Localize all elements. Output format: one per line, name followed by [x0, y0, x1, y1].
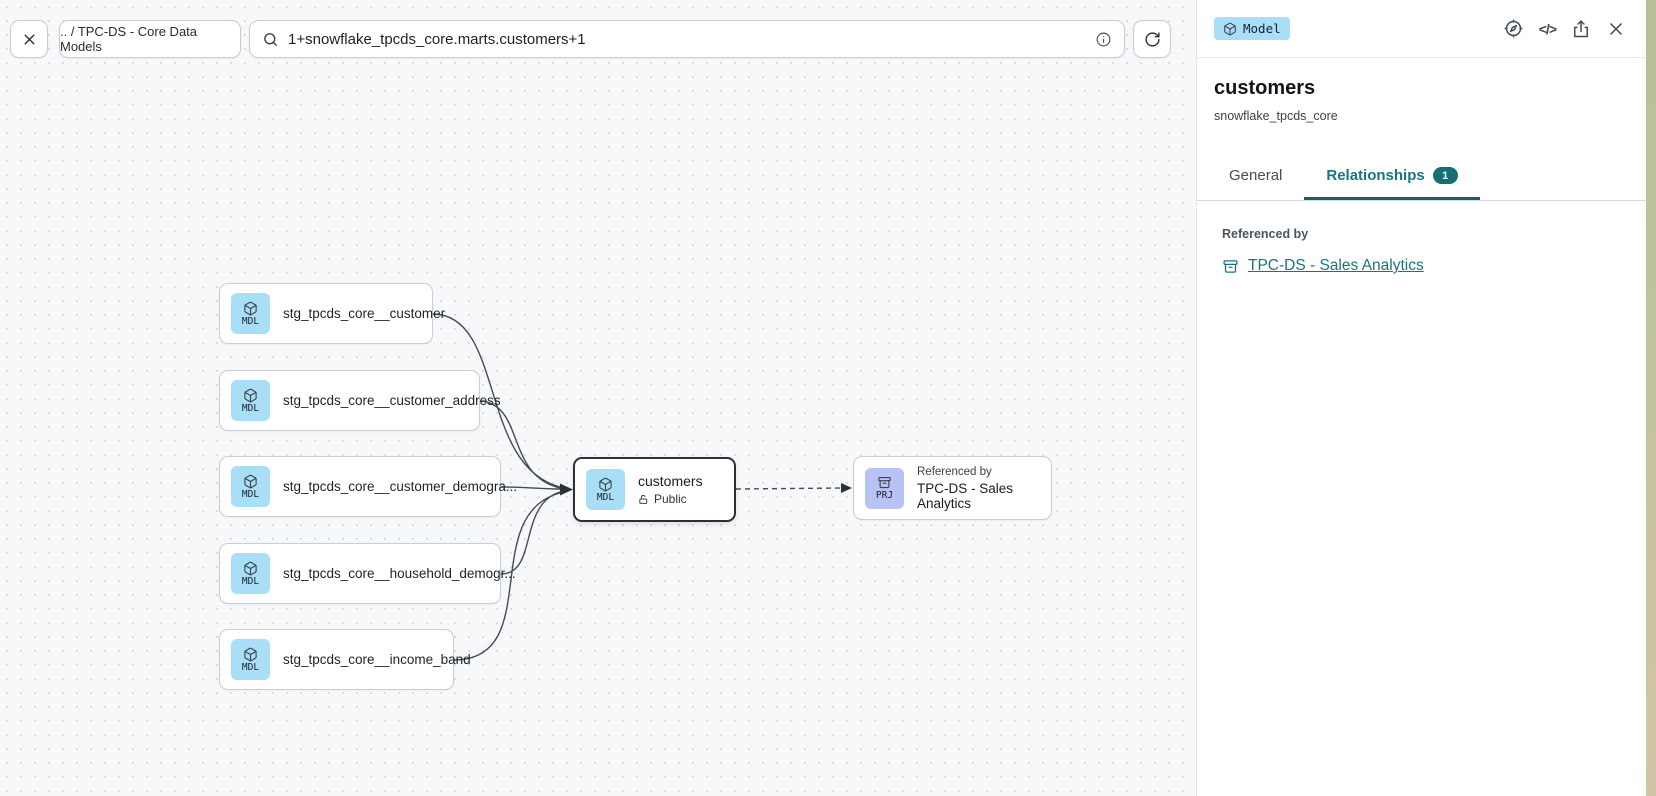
model-badge: MDL [231, 293, 270, 334]
tab-relationships[interactable]: Relationships 1 [1304, 155, 1480, 200]
model-badge-label: MDL [241, 575, 260, 587]
relationships-count-badge: 1 [1432, 167, 1458, 184]
referenced-by-project-link[interactable]: TPC-DS - Sales Analytics [1248, 257, 1424, 274]
view-code-icon[interactable]: </> [1538, 20, 1557, 37]
search-icon [262, 31, 279, 48]
model-badge-label: MDL [241, 661, 260, 673]
node-access-label: Public [654, 492, 687, 506]
lineage-search-bar [249, 20, 1125, 58]
project-badge-label: PRJ [875, 490, 894, 501]
tab-relationships-label: Relationships [1326, 167, 1425, 184]
resource-type-badge: Model [1214, 17, 1290, 40]
model-badge: MDL [231, 639, 270, 680]
cube-icon [1223, 22, 1237, 36]
graph-node-stg-customer-demographics[interactable]: MDL stg_tpcds_core__customer_demogra... [219, 456, 517, 517]
cube-icon [243, 474, 258, 489]
desktop-edge-strip [1646, 0, 1656, 796]
node-label: stg_tpcds_core__customer [283, 306, 446, 321]
close-lineage-button[interactable] [10, 20, 48, 58]
tab-general-label: General [1229, 167, 1283, 184]
node-label: stg_tpcds_core__customer_demogra... [283, 479, 518, 494]
refresh-lineage-button[interactable] [1133, 20, 1171, 58]
model-badge: MDL [231, 380, 270, 421]
breadcrumb-label: .. / TPC-DS - Core Data Models [60, 24, 198, 54]
model-badge-label: MDL [241, 488, 260, 500]
schema-subtitle: snowflake_tpcds_core [1214, 109, 1338, 123]
detail-panel: Model </> customers snowflake_tpcds_core… [1196, 0, 1646, 796]
tab-general[interactable]: General [1207, 155, 1304, 200]
project-badge: PRJ [865, 467, 904, 509]
close-panel-icon[interactable] [1606, 19, 1626, 39]
referenced-by-heading: Referenced by [1222, 227, 1309, 241]
model-badge: MDL [586, 469, 625, 510]
graph-node-referencing-project[interactable]: PRJ Referenced by TPC-DS - Sales Analyti… [853, 456, 1052, 520]
node-label: stg_tpcds_core__income_band [283, 652, 471, 667]
resource-type-label: Model [1243, 21, 1281, 36]
node-label: TPC-DS - Sales Analytics [917, 480, 1014, 511]
graph-node-stg-household-demographics[interactable]: MDL stg_tpcds_core__household_demogr... [219, 543, 516, 604]
node-label: stg_tpcds_core__customer_address [283, 393, 501, 408]
info-icon[interactable] [1095, 31, 1112, 48]
refresh-icon [1144, 31, 1161, 48]
close-icon [21, 31, 38, 48]
detail-tabs: General Relationships 1 [1197, 155, 1646, 201]
lineage-topbar: .. / TPC-DS - Core Data Models [0, 0, 1646, 78]
breadcrumb[interactable]: .. / TPC-DS - Core Data Models [59, 20, 241, 58]
node-label: stg_tpcds_core__household_demogr... [283, 566, 516, 581]
cube-icon [243, 388, 258, 403]
page-title: customers [1214, 77, 1316, 99]
cube-icon [243, 561, 258, 576]
cube-icon [243, 301, 258, 316]
lineage-selector-input[interactable] [288, 30, 1086, 48]
explore-lineage-icon[interactable] [1503, 18, 1524, 39]
share-icon[interactable] [1571, 19, 1591, 39]
model-badge: MDL [231, 553, 270, 594]
archive-icon [877, 475, 892, 490]
lock-open-icon [638, 494, 649, 505]
node-label: customers [638, 473, 703, 489]
detail-panel-header: Model </> [1197, 0, 1646, 58]
cube-icon [598, 477, 613, 492]
graph-node-stg-income-band[interactable]: MDL stg_tpcds_core__income_band [219, 629, 471, 690]
model-badge-label: MDL [241, 315, 260, 327]
graph-node-customers-selected[interactable]: MDL customers Public [573, 457, 736, 522]
cube-icon [243, 647, 258, 662]
model-badge-label: MDL [596, 491, 615, 503]
graph-node-stg-customer-address[interactable]: MDL stg_tpcds_core__customer_address [219, 370, 501, 431]
node-caption: Referenced by [917, 465, 992, 478]
model-badge: MDL [231, 466, 270, 507]
graph-node-stg-customer[interactable]: MDL stg_tpcds_core__customer [219, 283, 445, 344]
model-badge-label: MDL [241, 402, 260, 414]
archive-icon [1222, 258, 1239, 275]
